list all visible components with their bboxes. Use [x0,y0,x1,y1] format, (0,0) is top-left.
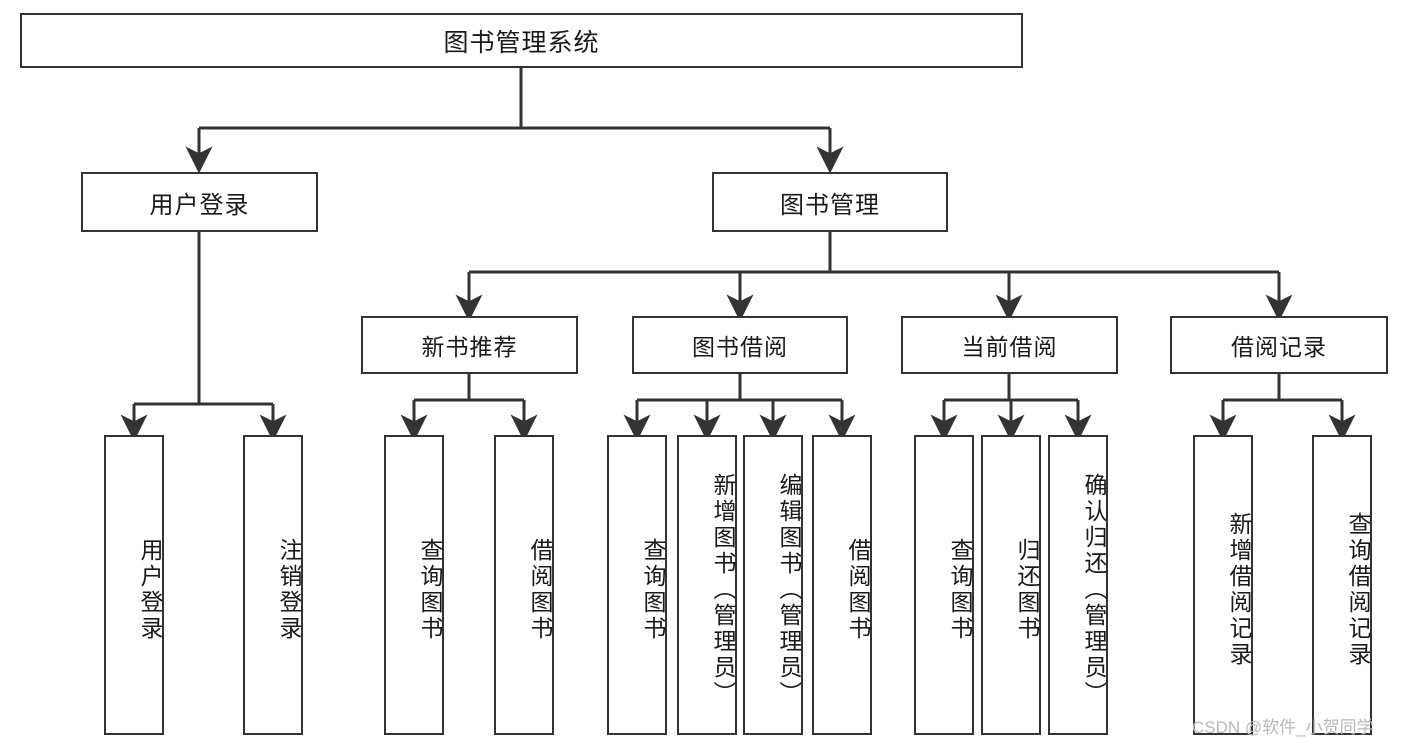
leaf-user-login-logout[interactable]: 注销登录 [243,435,303,735]
leaf-label: 借阅图书 [527,538,553,642]
leaf-label: 查询图书 [947,538,973,642]
leaf-label: 归还图书 [1014,538,1040,642]
leaf-new-book-query[interactable]: 查询图书 [384,435,444,735]
leaf-current-query-book[interactable]: 查询图书 [914,435,974,735]
leaf-user-login-login[interactable]: 用户登录 [104,435,164,735]
leaf-borrow-add-book-admin[interactable]: 新增图书（管理员） [677,435,737,735]
node-current-borrow[interactable]: 当前借阅 [901,316,1118,374]
leaf-new-book-borrow[interactable]: 借阅图书 [494,435,554,735]
leaf-label: 新增借阅记录 [1226,512,1252,668]
leaf-label: 注销登录 [276,538,302,642]
node-borrow-records[interactable]: 借阅记录 [1170,316,1388,374]
leaf-borrow-borrow-book[interactable]: 借阅图书 [812,435,872,735]
leaf-label: 查询图书 [640,538,666,642]
node-user-login[interactable]: 用户登录 [81,172,318,232]
node-book-borrow[interactable]: 图书借阅 [632,316,848,374]
node-book-management[interactable]: 图书管理 [712,172,948,232]
leaf-label: 借阅图书 [845,538,871,642]
leaf-label: 查询图书 [417,538,443,642]
leaf-label: 确认归还（管理员） [1081,473,1107,707]
leaf-label: 用户登录 [137,538,163,642]
node-root-system[interactable]: 图书管理系统 [20,13,1023,68]
leaf-records-add-record[interactable]: 新增借阅记录 [1193,435,1253,735]
leaf-label: 查询借阅记录 [1345,512,1371,668]
leaf-current-return-book[interactable]: 归还图书 [981,435,1041,735]
leaf-label: 编辑图书（管理员） [776,473,802,707]
leaf-records-query-record[interactable]: 查询借阅记录 [1312,435,1372,735]
leaf-current-confirm-return-admin[interactable]: 确认归还（管理员） [1048,435,1108,735]
leaf-label: 新增图书（管理员） [710,473,736,707]
node-new-book-recommend[interactable]: 新书推荐 [361,316,578,374]
csdn-watermark: CSDN @软件_小贺同学 [1192,718,1374,737]
leaf-borrow-query-book[interactable]: 查询图书 [607,435,667,735]
leaf-borrow-edit-book-admin[interactable]: 编辑图书（管理员） [743,435,803,735]
